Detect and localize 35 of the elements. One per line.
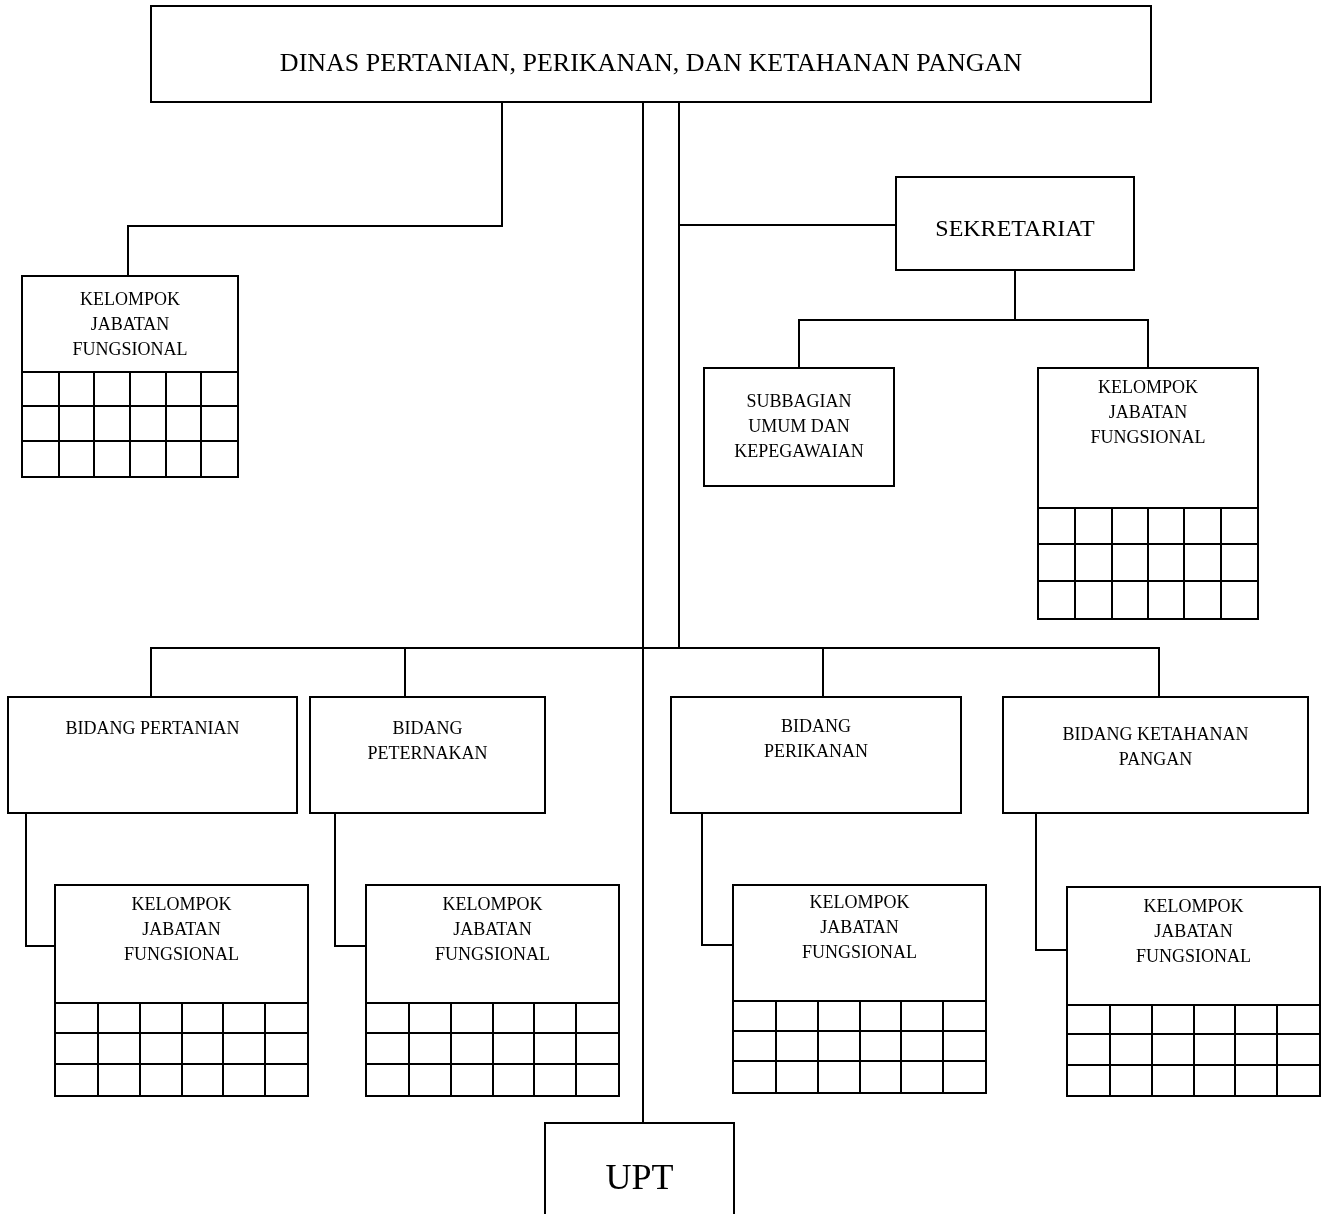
unit-box <box>895 176 1135 271</box>
connector-line <box>642 102 644 1123</box>
unit-name: DINAS PERTANIAN, PERIKANAN, DAN KETAHANAN PANGAN <box>279 47 1023 79</box>
head-office-box <box>150 5 1152 103</box>
unit-name: BIDANG KETAHANAN PANGAN <box>1061 723 1250 772</box>
unit-name: KELOMPOK JABATAN FUNGSIONAL <box>123 893 240 967</box>
unit-box <box>670 696 962 814</box>
functional-group-box <box>1037 367 1259 620</box>
connector-line <box>1014 270 1149 368</box>
connector-line <box>25 813 55 947</box>
functional-group-box <box>54 884 309 1097</box>
functional-group-box <box>1066 886 1321 1097</box>
unit-box <box>544 1122 735 1214</box>
unit-box <box>309 696 546 814</box>
unit-name: KELOMPOK JABATAN FUNGSIONAL <box>71 288 189 362</box>
connector-line <box>334 813 366 947</box>
unit-name: KELOMPOK JABATAN FUNGSIONAL <box>1089 376 1207 450</box>
unit-name: KELOMPOK JABATAN FUNGSIONAL <box>434 893 551 967</box>
unit-name: BIDANG PERIKANAN <box>763 715 869 764</box>
unit-name: BIDANG PETERNAKAN <box>366 717 489 766</box>
unit-box <box>7 696 298 814</box>
connector-line <box>701 813 733 946</box>
unit-box <box>1002 696 1309 814</box>
functional-group-box <box>21 275 239 478</box>
unit-box <box>703 367 895 487</box>
connector-line <box>1035 813 1067 951</box>
unit-name: BIDANG PERTANIAN <box>65 717 240 740</box>
connector-line <box>127 102 503 276</box>
unit-name: KELOMPOK JABATAN FUNGSIONAL <box>801 891 918 965</box>
unit-name: SUBBAGIAN UMUM DAN KEPEGAWAIAN <box>733 390 865 464</box>
unit-name: UPT <box>605 1156 674 1199</box>
functional-group-box <box>365 884 620 1097</box>
unit-name: SEKRETARIAT <box>935 214 1095 243</box>
unit-name: KELOMPOK JABATAN FUNGSIONAL <box>1135 895 1252 969</box>
functional-group-box <box>732 884 987 1094</box>
